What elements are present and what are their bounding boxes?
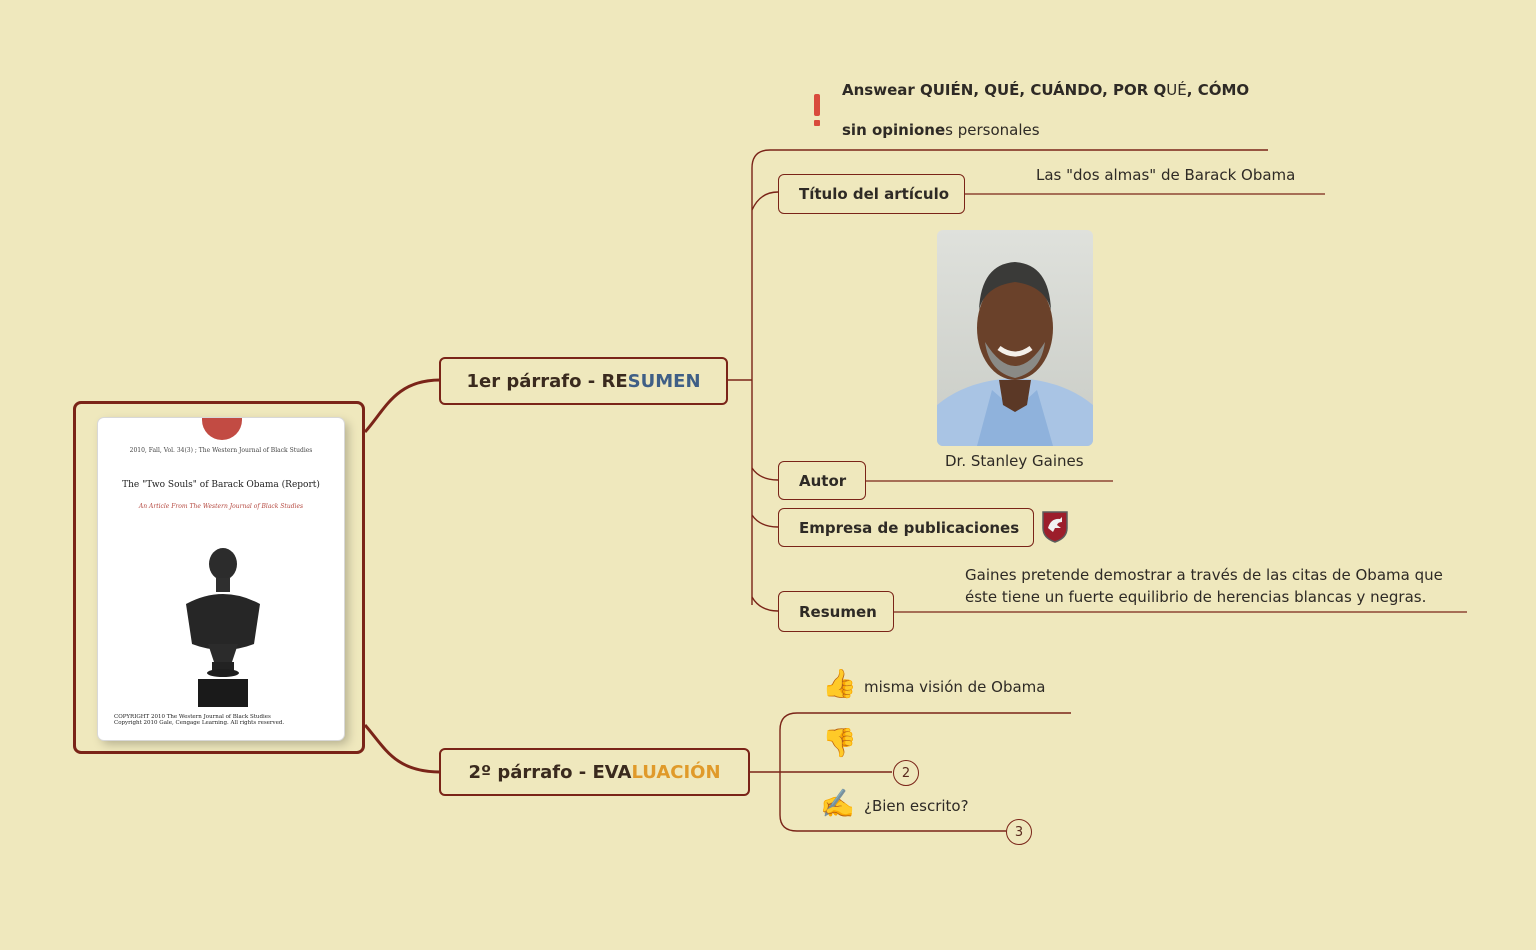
branch-evaluacion-label: 2º párrafo - EVA xyxy=(468,761,632,783)
collapsed-count-badge[interactable]: 3 xyxy=(1006,819,1032,845)
cover-ribbon xyxy=(202,418,242,440)
subtopic-empresa[interactable]: Empresa de publicaciones xyxy=(778,508,1034,547)
collapsed-count-badge[interactable]: 2 xyxy=(893,760,919,786)
subtopic-resumen-label: Resumen xyxy=(799,602,877,621)
branch-resumen-accent: SUMEN xyxy=(627,370,701,392)
thumbs-down-icon: 👎 xyxy=(822,726,857,759)
eval-item-1-text[interactable]: misma visión de Obama xyxy=(864,678,1046,696)
thumbs-up-icon: 👍 xyxy=(822,667,857,700)
subtopic-empresa-label: Empresa de publicaciones xyxy=(799,518,1020,537)
branch-evaluacion-accent: LUACIÓN xyxy=(631,761,721,783)
cover-header: 2010, Fall, Vol. 34(3) ; The Western Jou… xyxy=(129,447,313,454)
publisher-logo-icon xyxy=(1042,511,1068,543)
cover-copyright: COPYRIGHT 2010 The Western Journal of Bl… xyxy=(114,714,285,727)
writing-hand-icon: ✍️ xyxy=(820,787,855,820)
exclamation-icon xyxy=(814,94,820,126)
root-topic-article-cover[interactable]: 2010, Fall, Vol. 34(3) ; The Western Jou… xyxy=(73,401,365,754)
titulo-value: Las "dos almas" de Barack Obama xyxy=(1036,166,1296,184)
autor-value: Dr. Stanley Gaines xyxy=(945,452,1084,470)
subtopic-titulo-label: Título del artículo xyxy=(799,185,950,203)
subtopic-titulo[interactable]: Título del artículo xyxy=(778,174,965,214)
author-photo xyxy=(937,230,1093,446)
eval-item-3-text[interactable]: ¿Bien escrito? xyxy=(864,797,969,815)
cover-subtitle: An Article From The Western Journal of B… xyxy=(138,503,304,510)
resumen-value: Gaines pretende demostrar a través de la… xyxy=(965,566,1443,606)
bust-statue-illustration xyxy=(186,548,260,707)
subtopic-autor-label: Autor xyxy=(799,471,847,490)
subtopic-resumen[interactable]: Resumen xyxy=(778,591,894,632)
subtopic-autor[interactable]: Autor xyxy=(778,461,866,500)
warning-note-line2: sin opiniones personales xyxy=(842,121,1040,139)
branch-resumen-label: 1er párrafo - RE xyxy=(466,370,628,392)
cover-title: The "Two Souls" of Barack Obama (Report) xyxy=(122,480,320,490)
warning-note-line1: Answear QUIÉN, QUÉ, CUÁNDO, POR QUÉ, CÓM… xyxy=(842,81,1250,99)
article-cover-image: 2010, Fall, Vol. 34(3) ; The Western Jou… xyxy=(98,418,344,740)
